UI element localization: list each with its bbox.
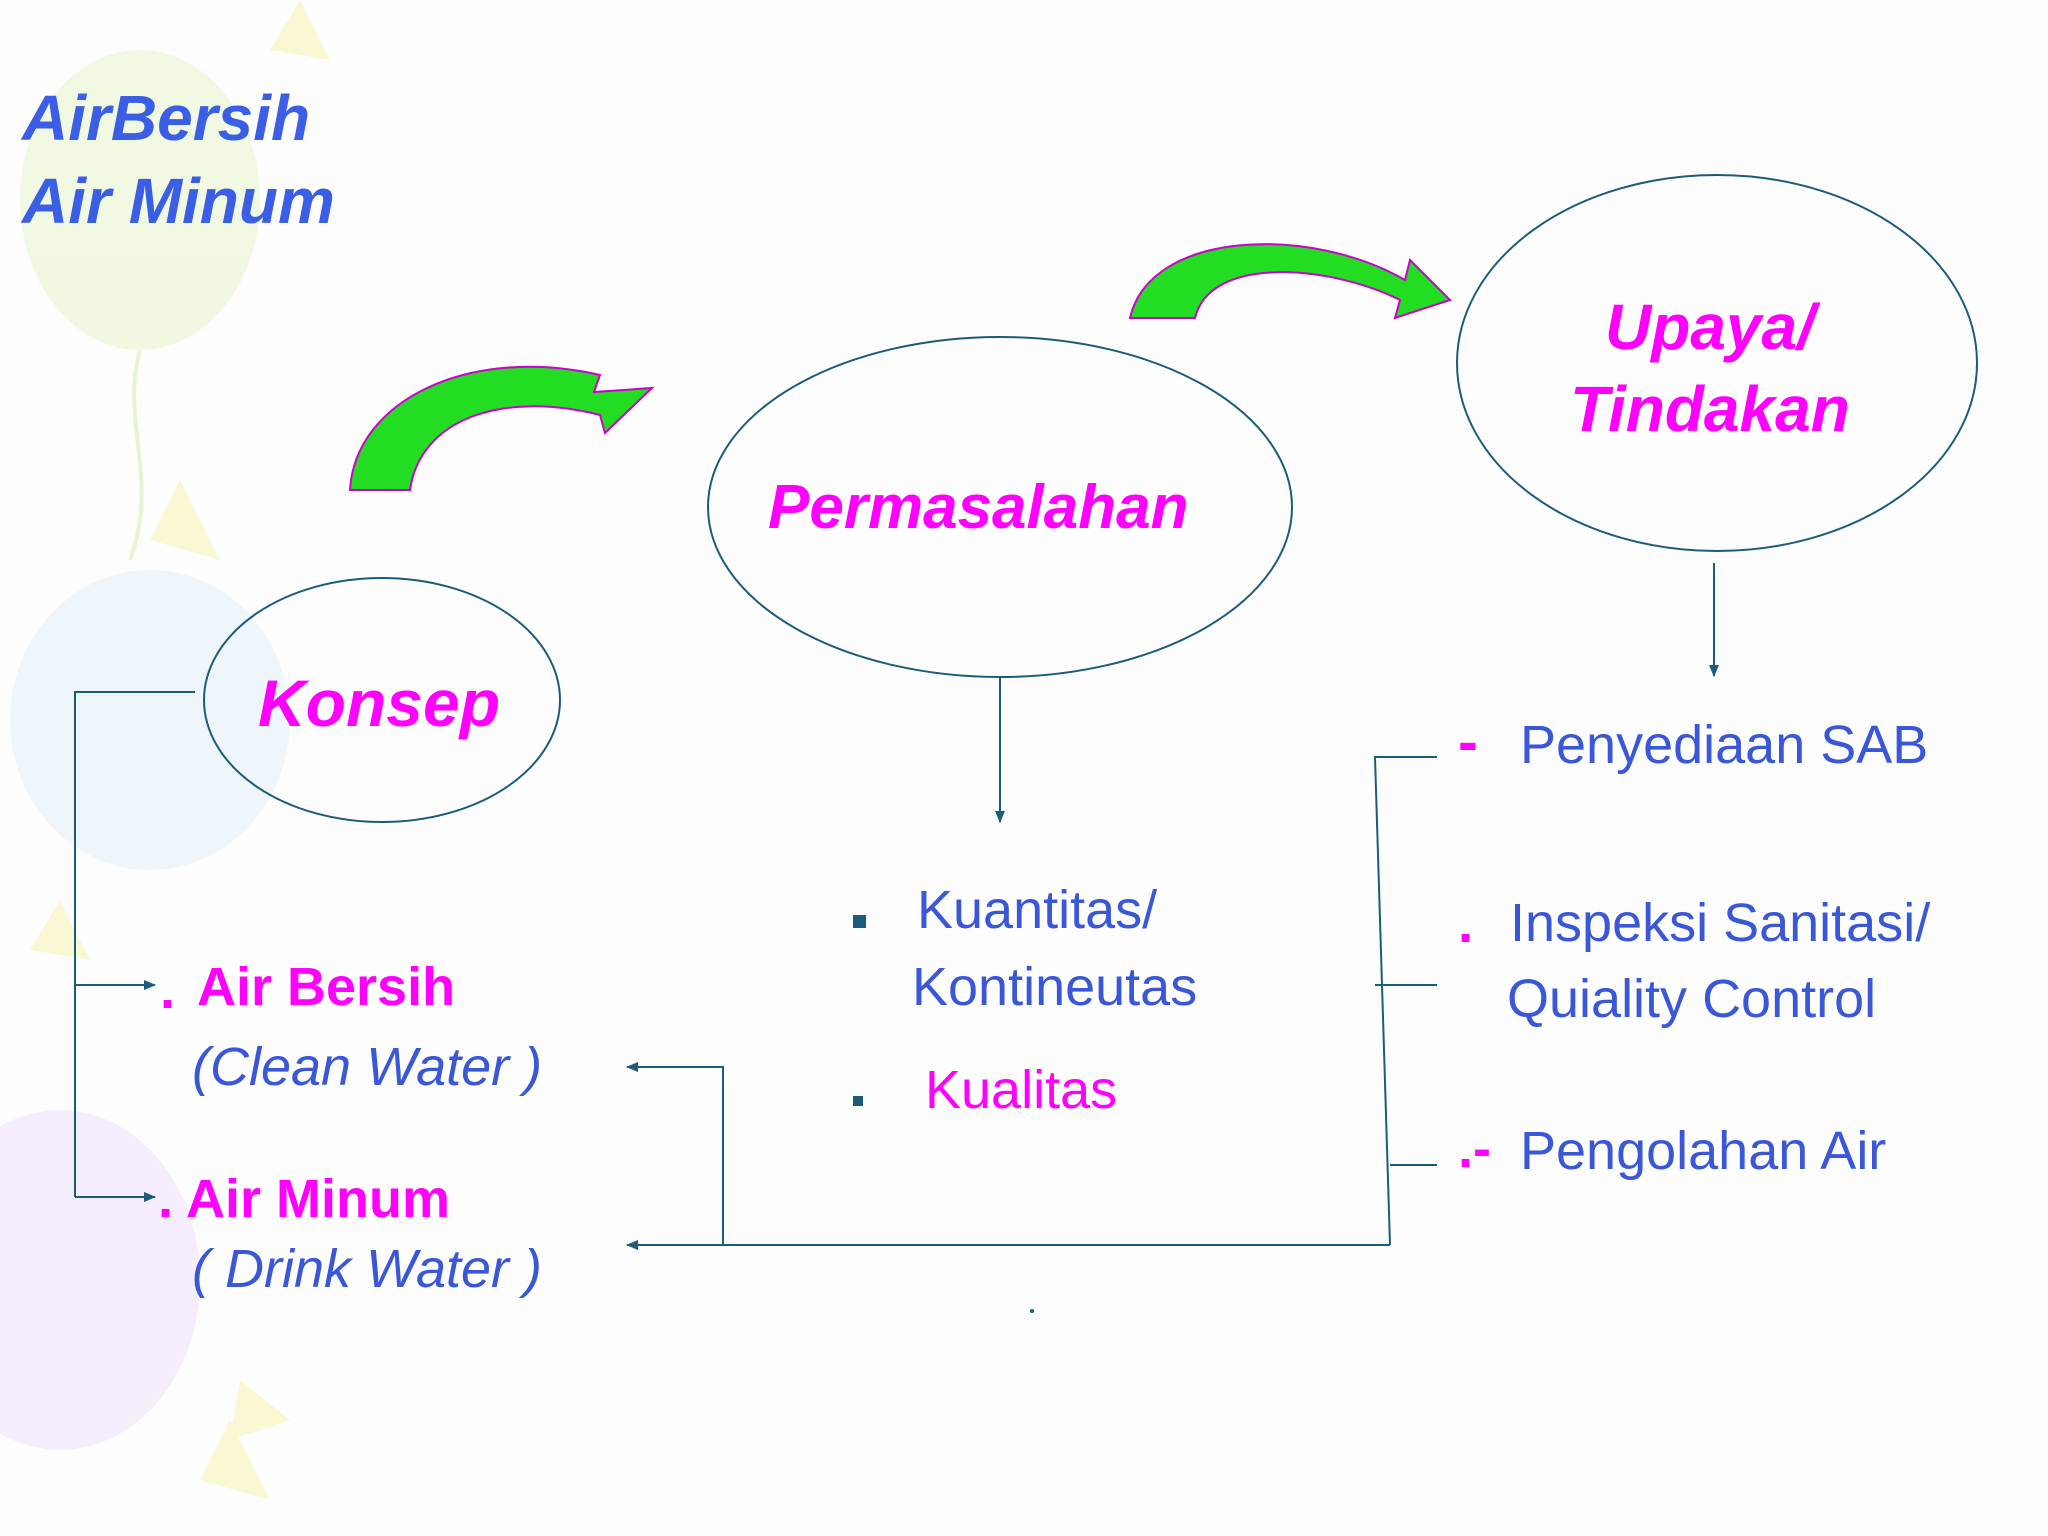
confetti-decoration [230, 1380, 290, 1440]
balloon-string-decoration [128, 349, 144, 561]
kualitas-label: Kualitas [925, 1060, 1118, 1120]
penyediaan-bullet: - [1458, 708, 1478, 775]
quality-control-label: Quiality Control [1507, 969, 1877, 1029]
title-line-2: Air Minum [22, 165, 335, 237]
konsep-label: Konsep [258, 666, 501, 740]
konsep-node [203, 577, 561, 823]
kuantitas-label: Kuantitas/ [917, 880, 1158, 940]
balloon-decoration [20, 50, 260, 350]
upaya-node [1456, 174, 1978, 552]
air-minum-label: . Air Minum [158, 1169, 450, 1229]
upaya-bracket-line [1373, 756, 1437, 1246]
upaya-label-line-2: Tindakan [1570, 373, 1850, 445]
kontineutas-label: Kontineutas [912, 957, 1198, 1017]
stray-dot-decoration [1030, 1309, 1034, 1313]
confetti-decoration [270, 0, 330, 60]
curved-arrow-permasalahan-to-upaya [1128, 243, 1452, 320]
pengolahan-bullet: .- [1458, 1119, 1491, 1179]
air-bersih-label: Air Bersih [197, 957, 456, 1017]
air-minum-subtitle: ( Drink Water ) [192, 1239, 543, 1299]
balloon-decoration [10, 570, 290, 870]
inspeksi-bullet: . [1458, 894, 1474, 954]
inspeksi-label: Inspeksi Sanitasi/ [1510, 893, 1931, 953]
title-line-1: AirBersih [22, 82, 311, 154]
konsep-branch-line [74, 691, 195, 1197]
permasalahan-label: Permasalahan [768, 473, 1189, 542]
feedback-arrow-to-air-bersih [626, 1062, 724, 1245]
confetti-decoration [150, 480, 220, 560]
curved-arrow-konsep-to-permasalahan [348, 365, 655, 491]
air-bersih-bullet: . [160, 960, 176, 1020]
air-bersih-subtitle: (Clean Water ) [192, 1037, 543, 1097]
penyediaan-label: Penyediaan SAB [1520, 715, 1929, 775]
kualitas-bullet-icon [853, 1096, 863, 1106]
confetti-decoration [200, 1420, 270, 1500]
pengolahan-label: Pengolahan Air [1520, 1121, 1887, 1181]
kuantitas-bullet-icon [853, 915, 866, 928]
upaya-label-line-1: Upaya/ [1605, 291, 1815, 363]
